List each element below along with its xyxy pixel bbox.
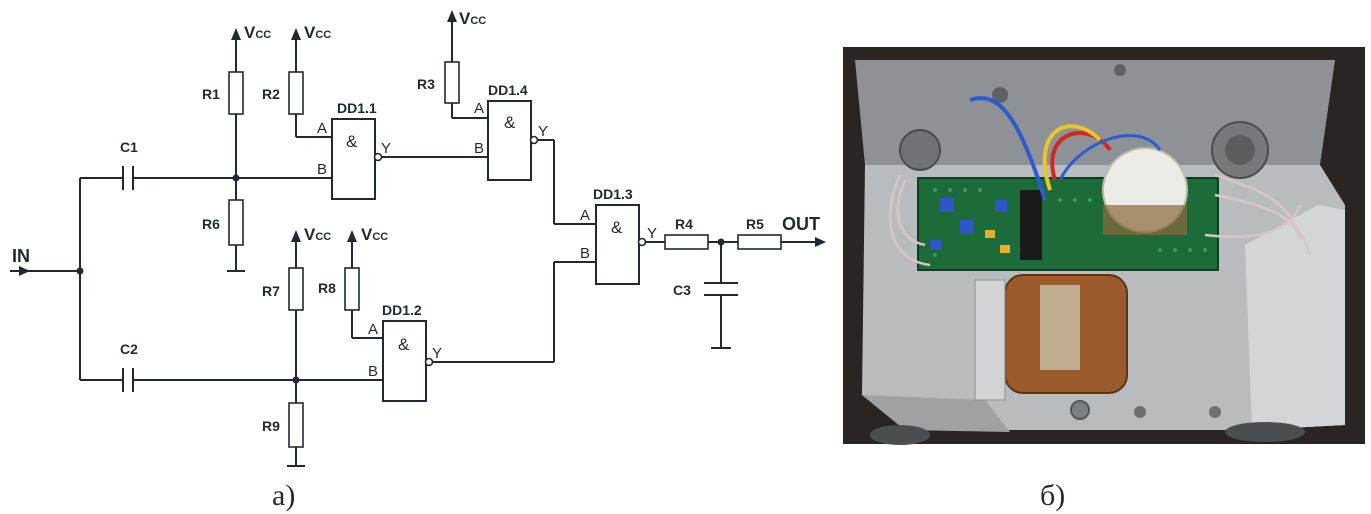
pin-label-a: A (368, 321, 378, 338)
label-r6: R6 (202, 216, 220, 232)
pin-label-a: A (580, 207, 590, 224)
label-r3: R3 (417, 76, 435, 92)
vcc-label: VCC (304, 225, 331, 244)
resistor-r4 (664, 234, 709, 250)
vcc-arrow-icon (291, 28, 301, 40)
gate-symbol: & (611, 218, 623, 237)
label-c2: C2 (120, 341, 138, 357)
label-r9: R9 (262, 418, 280, 434)
gate-label-dd1-2: DD1.2 (382, 302, 422, 318)
vcc-arrow-icon (291, 230, 301, 242)
resistor-r8 (344, 267, 360, 311)
gate-label-dd1-3: DD1.3 (593, 186, 633, 202)
output-label: OUT (782, 214, 820, 234)
resistor-r1 (228, 71, 244, 115)
vcc-label: VCC (244, 23, 271, 42)
input-label: IN (12, 246, 30, 266)
pin-label-a: A (317, 120, 327, 137)
vcc-arrow-icon (347, 230, 357, 242)
gate-dd1-3 (595, 204, 647, 285)
pin-label-b: B (368, 363, 378, 380)
caption-schematic: а) (272, 479, 295, 512)
resistor-r3 (444, 61, 460, 104)
pin-label-y: Y (432, 345, 442, 362)
resistor-r7 (288, 267, 304, 311)
pin-label-b: B (580, 245, 590, 262)
gate-label-dd1-1: DD1.1 (337, 100, 377, 116)
resistor-r6 (228, 199, 244, 246)
gate-dd1-2 (382, 320, 434, 402)
arrowheads (19, 10, 826, 276)
resistor-r5 (737, 234, 782, 250)
vcc-label: VCC (304, 23, 331, 42)
vcc-label: VCC (459, 9, 486, 28)
vcc-arrow-icon (231, 28, 241, 40)
gate-label-dd1-4: DD1.4 (488, 82, 528, 98)
gate-dd1-1 (331, 118, 383, 200)
label-r5: R5 (746, 216, 764, 232)
junctions (76, 174, 725, 384)
vcc-label: VCC (361, 225, 388, 244)
pin-label-y: Y (647, 225, 657, 242)
label-r7: R7 (262, 283, 280, 299)
label-c1: C1 (120, 139, 138, 155)
gate-symbol: & (504, 113, 516, 132)
gate-symbol: & (346, 132, 358, 151)
label-c3: C3 (673, 282, 691, 298)
pin-label-a: A (474, 100, 484, 117)
caption-photo: б) (1040, 479, 1065, 512)
input-arrow-icon (19, 266, 30, 276)
capacitor-c3 (704, 282, 738, 296)
capacitor-c1 (122, 166, 134, 190)
label-r4: R4 (675, 216, 693, 232)
vcc-arrow-icon (447, 10, 457, 22)
resistor-r2 (288, 71, 304, 115)
device-photo (843, 47, 1365, 445)
pin-label-y: Y (381, 140, 391, 157)
label-r8: R8 (318, 280, 336, 296)
label-r2: R2 (262, 86, 280, 102)
pin-label-y: Y (538, 123, 548, 140)
pin-label-b: B (474, 140, 484, 157)
label-r1: R1 (202, 86, 220, 102)
output-arrow-icon (815, 237, 826, 247)
gate-symbol: & (398, 335, 410, 354)
capacitor-c2 (122, 368, 134, 392)
pin-label-b: B (317, 161, 327, 178)
gate-dd1-4 (487, 100, 539, 181)
resistor-r9 (288, 402, 304, 448)
